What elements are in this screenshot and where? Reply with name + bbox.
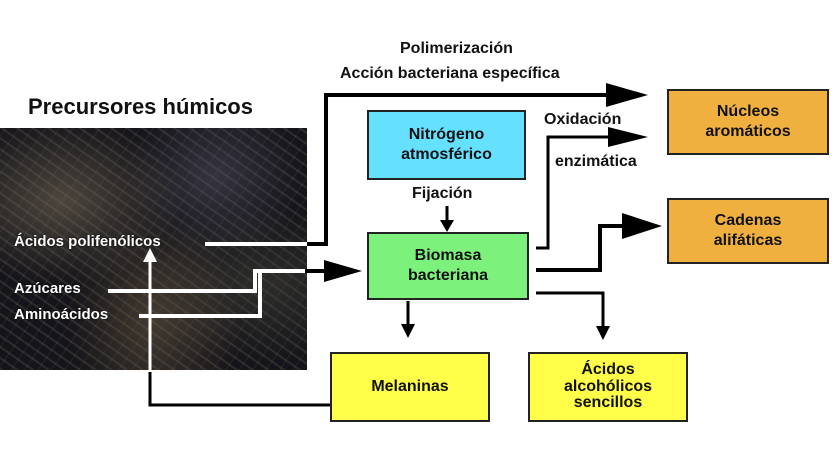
box-cadenas-alifaticas: Cadenas alifáticas <box>667 198 829 264</box>
box-acidos-alcoholicos: Ácidos alcohólicos sencillos <box>528 352 688 422</box>
arrow-acidos <box>536 291 605 328</box>
box-nucleos-line1: Núcleos <box>716 103 780 120</box>
label-enzimatica: enzimática <box>555 153 637 170</box>
arrow-azucares <box>108 269 307 293</box>
diagram-title: Precursores húmicos <box>28 94 253 119</box>
box-acidos-line3: sencillos <box>573 394 643 412</box>
arrow-aminoacidos <box>139 271 262 318</box>
arrow-polifenolicos-nucleos <box>307 93 610 246</box>
precursor-aminoacidos: Aminoácidos <box>14 306 109 323</box>
arrowhead-nucleos <box>606 83 648 107</box>
box-biomasa-line1: Biomasa <box>414 247 482 264</box>
box-nucleos-line2: aromáticos <box>705 123 791 140</box>
arrowhead-biomasa <box>324 260 362 282</box>
box-nitrogeno-line1: Nitrógeno <box>408 126 485 143</box>
box-melaninas: Melaninas <box>330 352 490 422</box>
box-cadenas-line2: alifáticas <box>713 232 783 249</box>
box-biomasa-bacteriana: Biomasa bacteriana <box>367 232 529 300</box>
arrow-oxidacion <box>536 135 612 250</box>
box-nitrogeno-atmosferico: Nitrógeno atmosférico <box>367 110 526 180</box>
box-melaninas-line1: Melaninas <box>371 378 449 395</box>
box-acidos-line1: Ácidos <box>581 360 635 378</box>
box-biomasa-line2: bacteriana <box>407 267 489 284</box>
arrowhead-feedback <box>143 248 157 262</box>
box-nitrogeno-line2: atmosférico <box>401 146 492 163</box>
arrowhead-fijacion <box>440 220 454 232</box>
arrow-cadenas <box>536 224 626 272</box>
precursor-azucares: Azúcares <box>14 280 81 297</box>
arrowhead-cadenas <box>622 213 662 239</box>
label-fijacion: Fijación <box>412 185 473 202</box>
arrowhead-melaninas <box>401 324 415 338</box>
label-polimerizacion: Polimerización <box>400 40 513 57</box>
arrowhead-oxidacion <box>608 127 648 147</box>
box-cadenas-line1: Cadenas <box>714 212 782 229</box>
label-oxidacion: Oxidación <box>544 111 622 128</box>
arrow-melaninas-feedback <box>148 370 330 407</box>
label-accion-bacteriana: Acción bacteriana específica <box>340 65 560 82</box>
precursor-polifenolicos: Ácidos polifenólicos <box>14 233 161 250</box>
soil-photo <box>0 128 307 370</box>
box-nucleos-aromaticos: Núcleos aromáticos <box>667 89 829 155</box>
arrowhead-acidos <box>596 326 610 340</box>
box-acidos-line2: alcohólicos <box>563 377 653 395</box>
